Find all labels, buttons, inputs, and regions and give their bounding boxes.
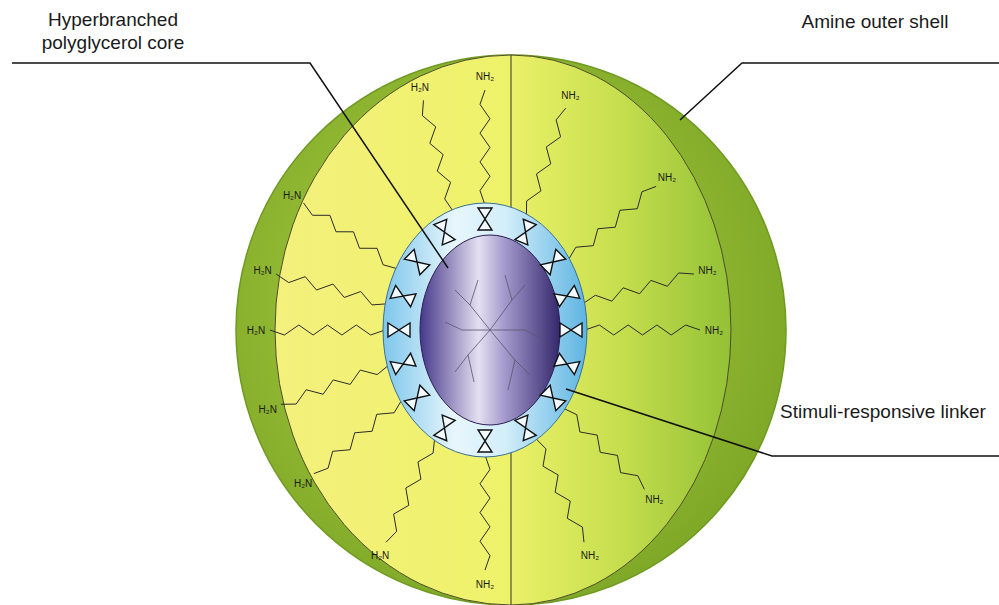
linker-symbol <box>388 323 410 337</box>
amine-group-label: H₂N <box>294 477 312 488</box>
leader-line <box>12 63 448 268</box>
amine-chain <box>281 365 389 404</box>
linker-symbols <box>388 208 582 452</box>
linker-symbol <box>554 353 580 374</box>
amine-group-label: H₂N <box>253 265 271 276</box>
amine-chain <box>314 400 402 474</box>
amine-chain <box>585 325 700 335</box>
amine-chain <box>480 90 490 205</box>
amine-group-label: H₂N <box>371 549 389 560</box>
amine-group-label: NH₂ <box>705 325 723 336</box>
amine-group-label: H₂N <box>259 404 277 415</box>
amine-group-label: NH₂ <box>561 89 579 100</box>
amine-chain <box>422 100 453 211</box>
amine-group-label: NH₂ <box>645 494 663 505</box>
amine-group-label: NH₂ <box>476 579 494 590</box>
callout-label: Stimuli-responsive linker <box>772 400 994 423</box>
amine-group-label: NH₂ <box>476 71 494 82</box>
amine-chain <box>563 408 644 489</box>
linker-symbol <box>434 219 455 245</box>
linker-symbol <box>404 249 429 274</box>
amine-group-label: H₂N <box>411 81 429 92</box>
polyglycerol-core <box>420 235 560 425</box>
callout-label: Amine outer shell <box>800 10 950 33</box>
amine-group-label: NH₂ <box>698 265 716 276</box>
leader-line <box>680 63 999 120</box>
sphere-outline <box>236 55 786 605</box>
amine-chain <box>276 274 387 305</box>
leader-lines <box>12 63 999 456</box>
linker-symbol <box>540 385 565 410</box>
amine-chain <box>526 108 565 216</box>
linker-symbol <box>560 323 582 337</box>
linker-symbol <box>390 285 416 306</box>
amine-chain <box>304 203 398 269</box>
core-branches <box>445 275 540 390</box>
amine-chain <box>270 325 385 335</box>
linker-symbol <box>515 415 536 441</box>
leader-line <box>566 389 999 456</box>
amine-group-label: H₂N <box>283 189 301 200</box>
linker-symbol <box>478 208 492 230</box>
amine-group-label: NH₂ <box>658 172 676 183</box>
linker-symbol <box>515 219 536 245</box>
linker-symbol <box>434 415 455 441</box>
linker-symbol <box>390 353 416 374</box>
amine-chain <box>568 186 656 260</box>
linker-symbol <box>478 430 492 452</box>
amine-group-label: H₂N <box>247 325 265 336</box>
linker-ring <box>383 203 587 457</box>
linker-symbol <box>540 249 565 274</box>
amine-chain <box>480 455 490 570</box>
sphere-front <box>275 55 731 605</box>
amine-chain <box>535 438 584 542</box>
amine-chain <box>583 273 694 304</box>
amine-group-label: NH₂ <box>581 549 599 560</box>
callout-label: Hyperbranched polyglycerol core <box>8 8 218 54</box>
linker-symbol <box>404 385 429 410</box>
amine-chains <box>270 90 700 570</box>
linker-symbol <box>554 285 580 306</box>
amine-chain <box>386 438 435 542</box>
